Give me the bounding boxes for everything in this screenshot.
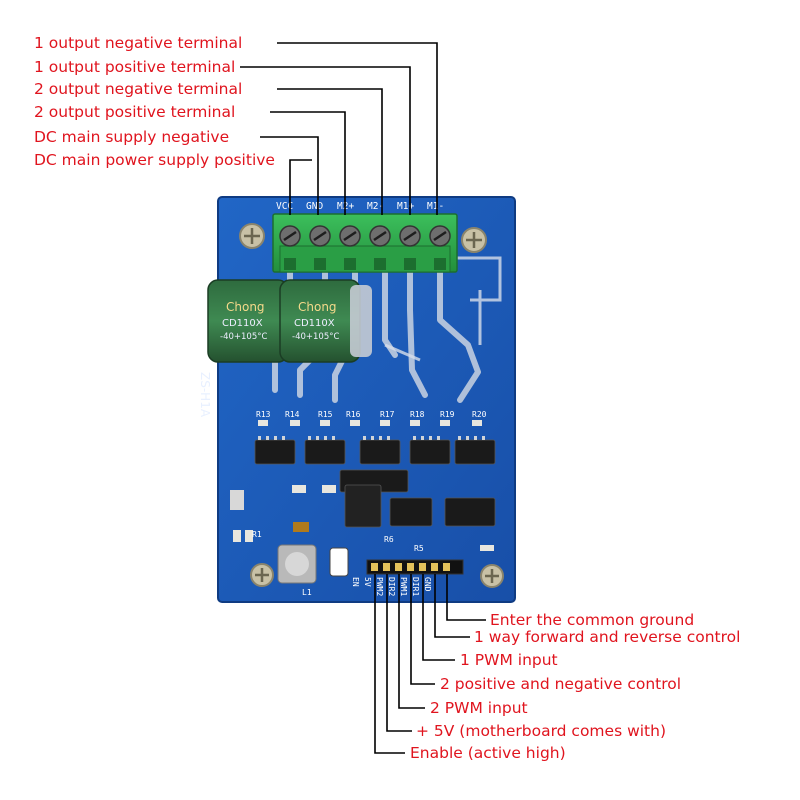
terminal-pin-label: VCC <box>276 201 294 212</box>
part-label: R6 <box>384 535 394 544</box>
label-output2-positive: 2 output positive terminal <box>34 103 236 121</box>
label-direction-2: 2 positive and negative control <box>440 675 682 693</box>
part-label: R5 <box>414 544 424 553</box>
capacitor-temp: -40+105°C <box>292 332 340 342</box>
label-output2-negative: 2 output negative terminal <box>34 80 243 98</box>
label-enable: Enable (active high) <box>410 744 566 762</box>
part-label: R17 <box>380 410 395 419</box>
label-5v: + 5V (motherboard comes with) <box>416 722 667 740</box>
part-label: R19 <box>440 410 455 419</box>
label-pwm-1: 1 PWM input <box>460 651 558 669</box>
terminal-pin-label: GND <box>306 201 324 212</box>
part-label: R16 <box>346 410 361 419</box>
part-label: R13 <box>256 410 271 419</box>
label-common-ground: Enter the common ground <box>490 611 695 629</box>
part-label: R15 <box>318 410 333 419</box>
capacitor-brand: Chong <box>298 300 337 314</box>
part-label: R20 <box>472 410 487 419</box>
part-label: L1 <box>302 588 312 597</box>
terminal-pin-label: M1+ <box>397 201 415 212</box>
part-label: R1 <box>252 530 262 539</box>
label-output1-negative: 1 output negative terminal <box>34 34 243 52</box>
part-label: R14 <box>285 410 300 419</box>
label-supply-positive: DC main power supply positive <box>34 151 275 169</box>
terminal-pin-label: M2- <box>367 201 385 212</box>
label-direction-1: 1 way forward and reverse control <box>474 628 741 646</box>
label-pwm-2: 2 PWM input <box>430 699 528 717</box>
part-label: R18 <box>410 410 425 419</box>
capacitor-brand: Chong <box>226 300 265 314</box>
capacitor-temp: -40+105°C <box>220 332 268 342</box>
capacitor-series: CD110X <box>222 318 263 329</box>
terminal-pin-label: M1- <box>427 201 445 212</box>
label-supply-negative: DC main supply negative <box>34 128 230 146</box>
capacitor-series: CD110X <box>294 318 335 329</box>
label-output1-positive: 1 output positive terminal <box>34 58 236 76</box>
